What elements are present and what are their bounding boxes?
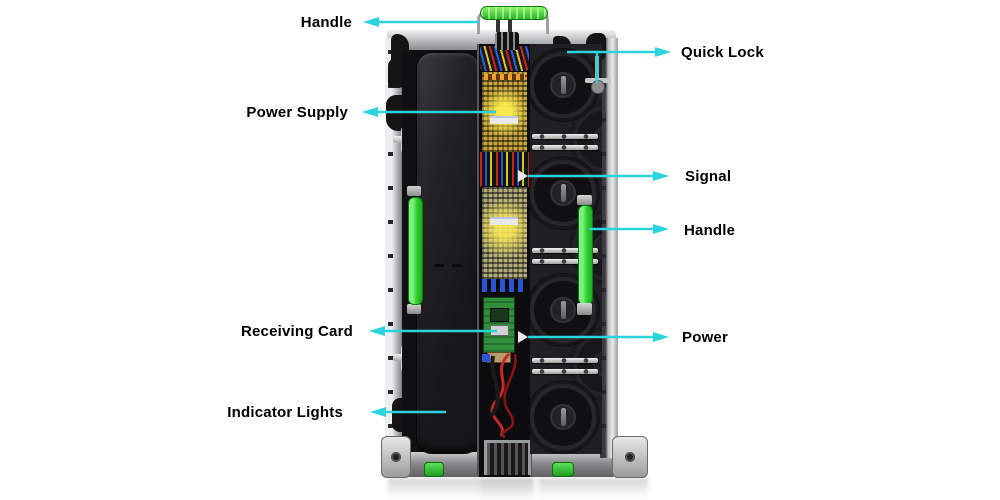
fan-icon: [530, 381, 599, 453]
label-quick-lock: Quick Lock: [681, 44, 764, 61]
cross-rail: [532, 259, 598, 264]
handle-bracket: [407, 186, 421, 196]
frame-bolts: [601, 38, 606, 458]
handle-bracket: [577, 303, 592, 315]
bottom-green-clip: [424, 462, 444, 477]
bottom-vent: [484, 440, 531, 475]
top-connector-block: [495, 32, 519, 50]
bottom-wiring: [489, 352, 517, 438]
fan-bay: [530, 44, 602, 454]
receiving-card-board: [484, 298, 514, 352]
pcb-chip: [490, 325, 509, 336]
door-vent-slot: [452, 264, 462, 267]
power-supply-unit: [482, 72, 527, 152]
power-port: [518, 331, 528, 343]
cross-rail: [532, 369, 598, 374]
label-handle-top: Handle: [300, 14, 352, 31]
pcb-connector: [482, 354, 490, 362]
quick-lock-knob: [591, 80, 605, 94]
right-side-handle: [578, 205, 593, 305]
pcb-chip: [490, 308, 509, 322]
top-handle: [480, 6, 548, 20]
floor-reflection: [480, 478, 534, 500]
wire-bundle: [480, 46, 529, 72]
fan-icon: [530, 49, 599, 121]
label-handle-right: Handle: [684, 222, 736, 239]
psu-label-sticker: [490, 116, 518, 124]
cabinet-right-frame: [600, 38, 618, 458]
handle-pin: [508, 14, 512, 32]
bottom-green-clip: [552, 462, 574, 477]
floor-reflection: [538, 478, 648, 498]
cross-rail: [532, 358, 598, 363]
handle-bracket: [407, 304, 421, 314]
cabinet-left-frame: [385, 38, 402, 458]
label-power-supply: Power Supply: [246, 104, 348, 121]
label-signal: Signal: [685, 168, 732, 185]
power-supply-unit: [482, 187, 527, 279]
left-side-handle: [408, 197, 423, 305]
cross-rail: [532, 248, 598, 253]
quick-lock-stem: [595, 56, 599, 80]
corner-foot: [612, 436, 648, 478]
terminal-connectors: [482, 279, 527, 292]
handle-bracket: [577, 195, 592, 205]
psu-terminals: [484, 74, 525, 80]
cross-rail: [532, 145, 598, 150]
psu-label-sticker: [490, 217, 518, 225]
label-receiving-card: Receiving Card: [240, 323, 353, 340]
electronics-bay: [477, 44, 532, 477]
door-vent-slot: [434, 264, 444, 267]
corner-foot: [381, 436, 411, 478]
handle-pin: [496, 14, 500, 32]
service-door: [416, 52, 480, 454]
cross-rail: [532, 134, 598, 139]
signal-port: [518, 170, 528, 182]
frame-bolts: [388, 38, 393, 458]
floor-reflection: [388, 478, 480, 498]
label-indicator-lights: Indicator Lights: [227, 404, 343, 421]
label-power: Power: [682, 329, 729, 346]
